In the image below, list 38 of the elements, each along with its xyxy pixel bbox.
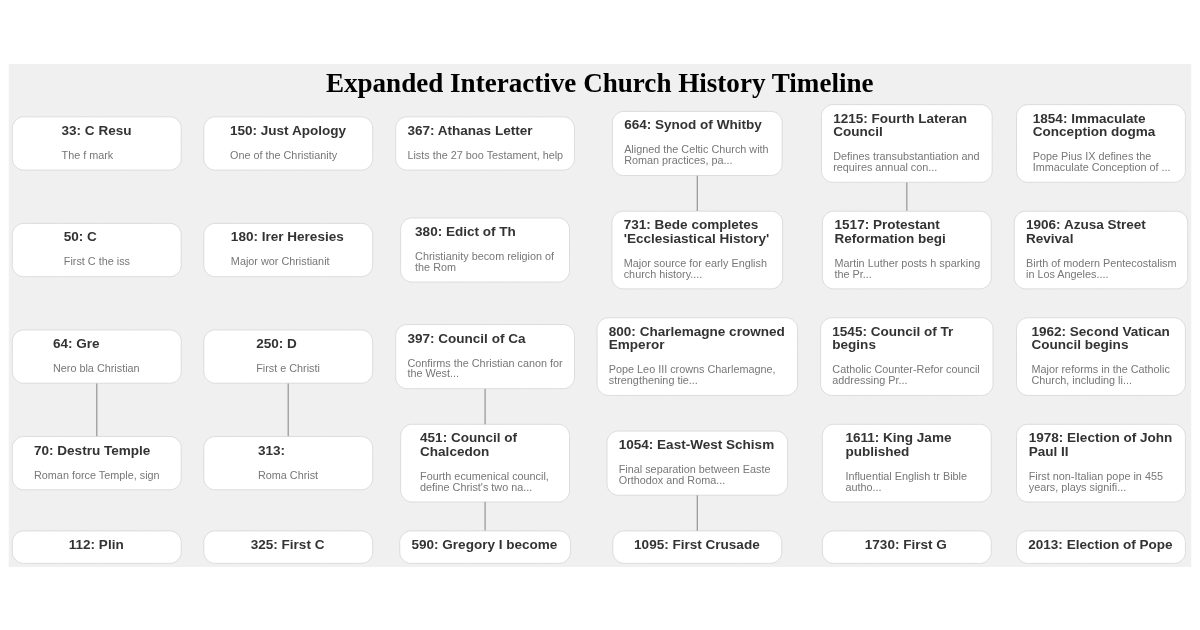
node-box: 1906: Azusa Street Revival Birth of modern Pentecostalism in Los Angeles.... <box>1013 210 1189 289</box>
diagram-title: Expanded Interactive Church History Timeline <box>325 67 874 98</box>
node-box: 325: First C <box>203 529 374 564</box>
node-box: 1517: Protestant Reformation begi Martin Luther posts h sparking the Pr... <box>821 210 992 289</box>
connector <box>906 181 908 211</box>
node-box: 1611: King Jame published Influential English tr Bible autho... <box>821 423 992 502</box>
node-box: 313: Roma Christ <box>203 435 374 490</box>
connector <box>96 382 98 437</box>
node-box: 367: Athanas Letter Lists the 27 boo Testament, help <box>395 115 575 171</box>
connector <box>696 174 698 212</box>
node-box: 250: D First e Christi <box>203 329 374 384</box>
node-box: 33: C Resu The f mark <box>11 115 182 171</box>
node-box: 2013: Election of Pope <box>1016 529 1186 564</box>
node-box: 112: Plin <box>11 529 182 564</box>
node-box: 150: Just Apology One of the Christianity <box>203 115 374 171</box>
node-box: 731: Bede completes 'Ecclesiastical History' Major source for early English church history.... <box>611 210 784 289</box>
node-box: 1962: Second Vatican Council begins Major reforms in the Catholic Church, including li... <box>1016 316 1186 396</box>
node-box: 451: Council of Chalcedon Fourth ecumenical council, define Christ's two na... <box>400 423 570 502</box>
node-box: 50: C First C the iss <box>11 222 182 277</box>
connector <box>484 387 486 425</box>
node-box: 1854: Immaculate Conception dogma Pope Pius IX defines the Immaculate Conception of ... <box>1016 103 1186 183</box>
node-box: 1095: First Crusade <box>612 529 783 564</box>
node-box: 590: Gregory I become <box>399 529 571 564</box>
node-box: 380: Edict of Th Christianity becom religion of the Rom <box>400 217 570 283</box>
connector <box>287 382 289 437</box>
node-box: 1978: Election of John Paul II First non-Italian pope in 455 years, plays signifi... <box>1016 423 1186 502</box>
node-box: 1545: Council of Tr begins Catholic Counter-Refor council addressing Pr... <box>820 316 994 396</box>
node-box: 64: Gre Nero bla Christian <box>11 329 182 384</box>
connector <box>696 494 698 531</box>
node-box: 397: Council of Ca Confirms the Christian canon for the West... <box>395 323 575 389</box>
connector <box>484 500 486 531</box>
node-box: 70: Destru Temple Roman force Temple, sign <box>11 435 182 490</box>
node-box: 1054: East-West Schism Final separation between Easte Orthodox and Roma... <box>606 430 789 496</box>
node-box: 1730: First G <box>821 529 992 564</box>
node-box: 1215: Fourth Lateran Council Defines transubstantiation and requires annual con... <box>821 103 993 183</box>
node-box: 180: Irer Heresies Major wor Christianit <box>203 222 374 277</box>
node-box: 664: Synod of Whitby Aligned the Celtic Church with Roman practices, pa... <box>611 110 783 176</box>
node-box: 800: Charlemagne crowned Emperor Pope Leo III crowns Charlemagne, strengthening tie... <box>596 316 798 396</box>
